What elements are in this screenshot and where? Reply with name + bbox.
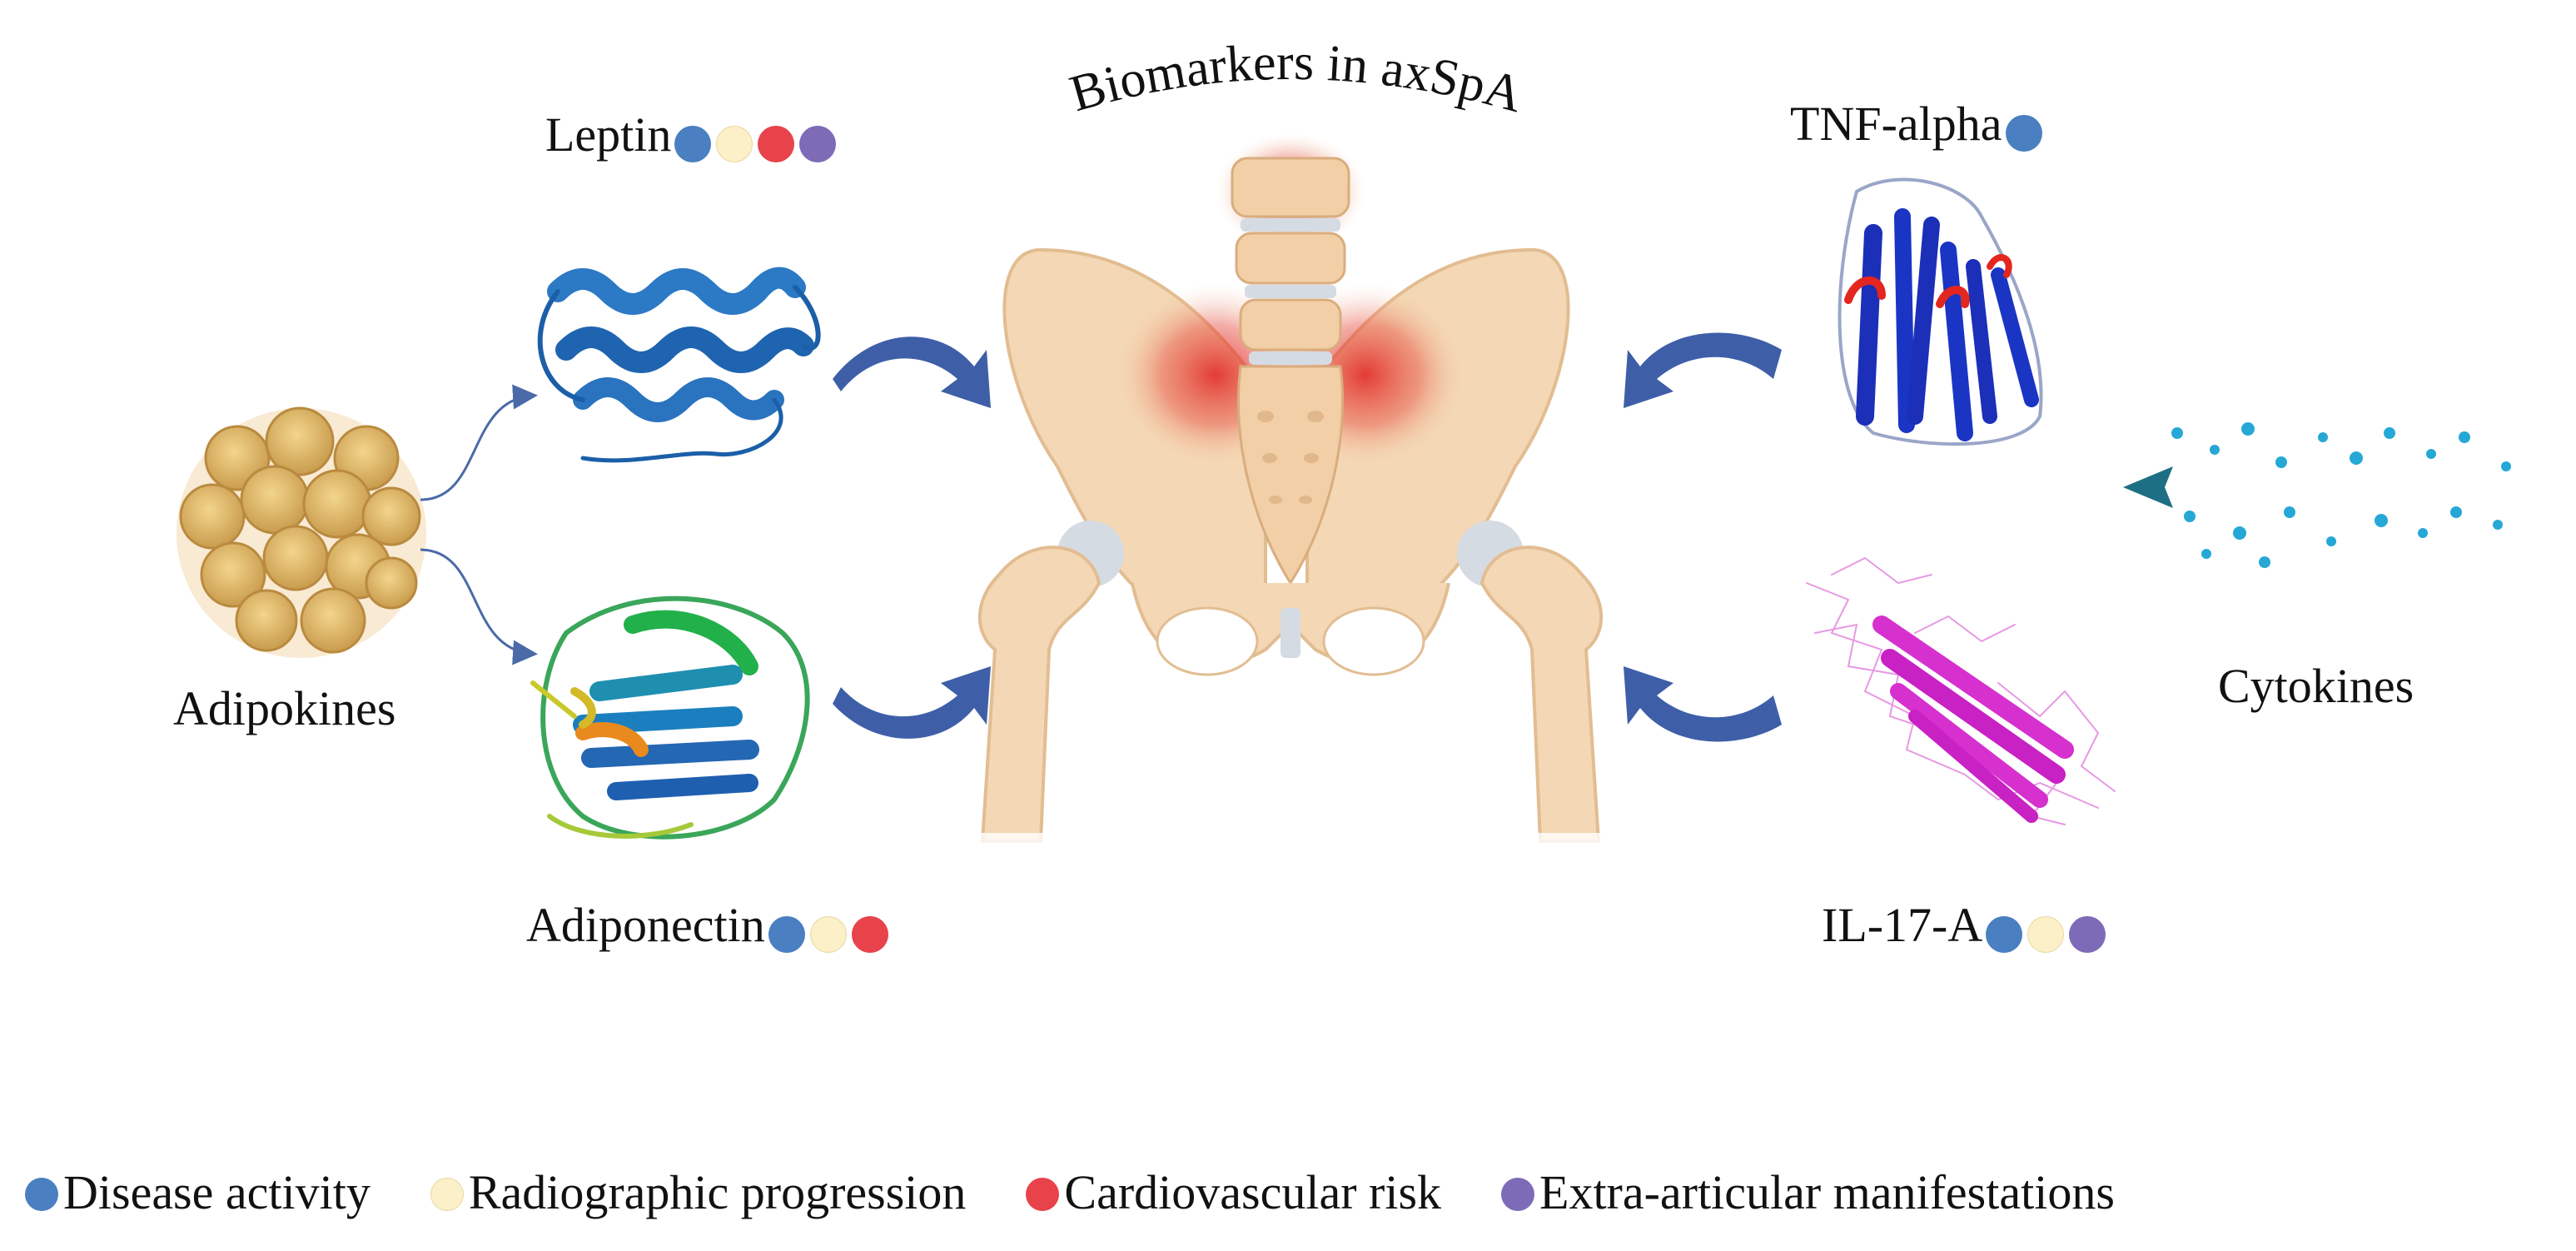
legend-label: Cardiovascular risk	[1064, 1165, 1442, 1219]
disease-activity-dot	[674, 126, 712, 163]
legend-item-cardiovascular-risk: Cardiovascular risk	[1026, 1164, 1441, 1220]
tnf-alpha-dots	[2005, 105, 2047, 153]
extra-articular-dot	[2069, 916, 2106, 954]
legend-label: Disease activity	[63, 1165, 370, 1219]
diagram-title: Biomarkers in axSpA	[1064, 34, 1529, 123]
adiponectin-dots	[768, 906, 893, 954]
adipocyte-cluster-icon	[177, 406, 426, 658]
radiographic-progression-dot	[2027, 916, 2065, 954]
adiponectin-protein-icon	[530, 596, 810, 840]
adipokines-label: Adipokines	[173, 681, 396, 735]
legend-item-extra-articular: Extra-articular manifestations	[1501, 1164, 2115, 1220]
il17a-label: IL-17-A	[1822, 898, 1983, 952]
leptin-dots	[674, 116, 841, 164]
legend: Disease activity Radiographic progression…	[25, 1164, 2175, 1220]
legend-dot	[430, 1177, 464, 1211]
il17a-dots	[1986, 906, 2111, 954]
arrow-adiponectin-to-pelvis	[833, 666, 991, 739]
cytokine-stream-icon	[2123, 422, 2548, 568]
radiographic-progression-dot	[809, 916, 847, 954]
legend-item-disease-activity: Disease activity	[25, 1164, 370, 1220]
disease-activity-dot	[2005, 115, 2042, 152]
legend-dot	[25, 1177, 58, 1211]
tnf-alpha-label: TNF-alpha	[1790, 97, 2002, 151]
arrow-il17-to-pelvis	[1624, 666, 1782, 742]
tnf-alpha-protein-icon	[1838, 177, 2043, 446]
arrow-to-adiponectin	[420, 548, 538, 665]
il17a-label-row: IL-17-A	[1822, 901, 2111, 954]
disease-activity-dot	[1986, 916, 2023, 954]
legend-dot	[1026, 1177, 1060, 1211]
cytokines-label: Cytokines	[2218, 659, 2414, 713]
legend-label: Radiographic progression	[468, 1165, 967, 1219]
legend-label: Extra-articular manifestations	[1539, 1165, 2115, 1219]
tnf-alpha-label-row: TNF-alpha	[1790, 100, 2047, 153]
arrow-leptin-to-pelvis	[833, 336, 991, 408]
il17a-protein-icon	[1806, 556, 2116, 825]
leptin-label: Leptin	[545, 107, 672, 162]
leptin-protein-icon	[537, 267, 821, 463]
extra-articular-dot	[799, 126, 837, 163]
cardiovascular-risk-dot	[851, 916, 888, 954]
radiographic-progression-dot	[716, 126, 753, 163]
pathway-arrows	[833, 332, 1782, 742]
disease-activity-dot	[768, 916, 805, 954]
cardiovascular-risk-dot	[758, 126, 795, 163]
adiponectin-label: Adiponectin	[526, 898, 765, 952]
arrow-to-leptin	[420, 384, 538, 501]
pelvis-spine-icon	[974, 133, 1607, 850]
leptin-label-row: Leptin	[545, 111, 841, 164]
arrow-tnf-to-pelvis	[1624, 332, 1782, 408]
adiponectin-label-row: Adiponectin	[526, 901, 893, 954]
legend-item-radiographic-progression: Radiographic progression	[430, 1164, 967, 1220]
legend-dot	[1501, 1177, 1535, 1211]
